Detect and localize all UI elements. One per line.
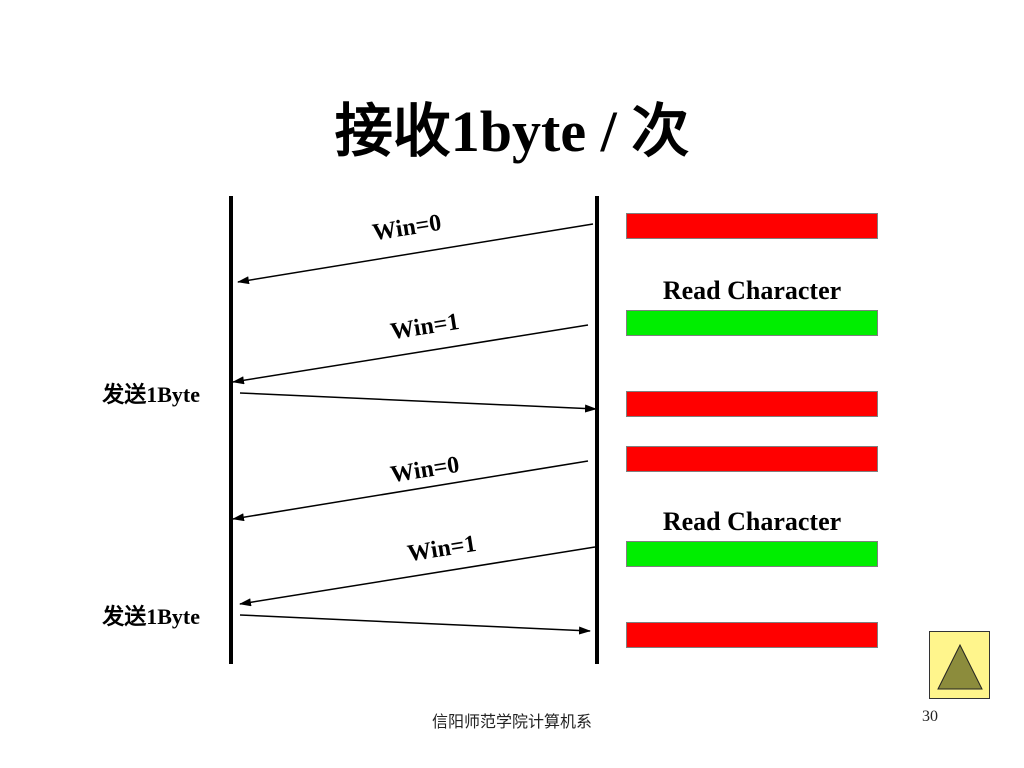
send-label-1: 发送1Byte [102, 382, 200, 407]
message-label-win1-1: Win=1 [389, 309, 461, 346]
buffer-bar-1 [626, 213, 878, 239]
slide-nav-button[interactable] [929, 631, 990, 699]
buffer-bar-6 [626, 622, 878, 648]
message-label-win0-1: Win=0 [371, 210, 443, 247]
footer-institution: 信阳师范学院计算机系 [431, 714, 592, 731]
message-arrow-win1-1 [232, 324, 589, 385]
message-label-win1-2: Win=1 [406, 531, 478, 568]
buffer-bar-4 [626, 446, 878, 472]
slide-title: 接收1byte / 次 [334, 99, 690, 164]
message-arrow-win1-2 [239, 546, 596, 607]
message-arrow-win0-1 [237, 223, 594, 285]
message-arrow-win0-2 [232, 460, 589, 522]
buffer-bar-2 [626, 310, 878, 336]
read-character-label-2: Read Character [662, 507, 842, 536]
page-number: 30 [922, 708, 938, 725]
message-arrow-send-2 [239, 614, 591, 635]
send-label-2: 发送1Byte [102, 604, 200, 629]
read-character-label-1: Read Character [662, 276, 842, 305]
buffer-bar-5 [626, 541, 878, 567]
buffer-bar-3 [626, 391, 878, 417]
message-arrow-send-1 [239, 392, 597, 413]
triangle-up-icon [937, 643, 983, 690]
